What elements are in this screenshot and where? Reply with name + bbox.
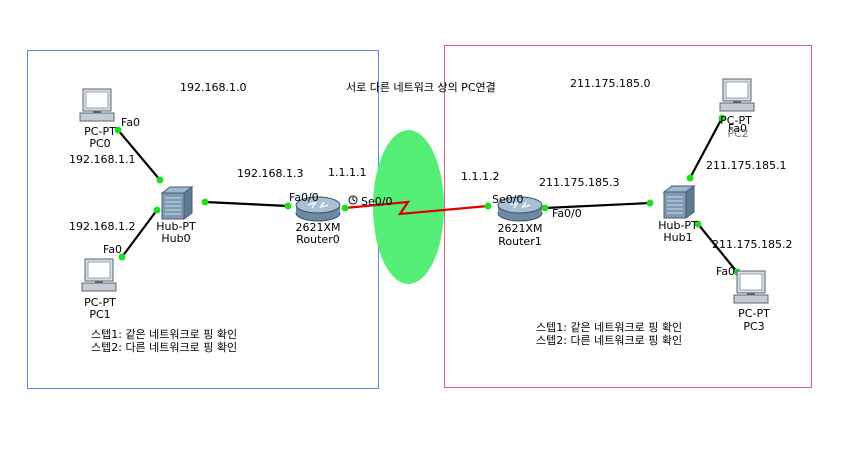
router0-device[interactable] — [294, 196, 342, 222]
pc3-name-label: PC3 — [743, 320, 765, 333]
pc2-port-label: Fa0 — [728, 122, 748, 135]
router1-device[interactable] — [496, 196, 544, 222]
pc-icon — [733, 270, 769, 304]
right-step-1: 스텝1: 같은 네트워크로 핑 확인 — [536, 321, 683, 334]
pc0-port-label: Fa0 — [121, 116, 141, 129]
pc1-ip-label: 192.168.1.2 — [69, 220, 136, 233]
right-network-label: 211.175.185.0 — [570, 77, 651, 90]
router0-model-label: 2621XM — [295, 221, 341, 234]
pc1-type-label: PC-PT — [84, 296, 116, 309]
router1-se-ip-label: 1.1.1.2 — [461, 170, 500, 183]
left-network-label: 192.168.1.0 — [180, 81, 247, 94]
wan-cloud[interactable] — [373, 130, 444, 284]
pc3-type-label: PC-PT — [738, 307, 770, 320]
pc2-type-label: PC-PT — [720, 114, 752, 127]
pc3-ip-label: 211.175.185.2 — [712, 238, 793, 251]
pc0-device[interactable] — [78, 88, 118, 124]
pc-icon — [81, 258, 117, 292]
hub1-ip-label: 211.175.185.1 — [706, 159, 787, 172]
router1-name-label: Router1 — [498, 235, 542, 248]
router0-se-port-label: Se0/0 — [361, 195, 393, 208]
router1-fa-ip-label: 211.175.185.3 — [539, 176, 620, 189]
link-hub0-router0[interactable] — [204, 200, 289, 208]
right-step-2: 스텝2: 다른 네트워크로 핑 확인 — [536, 334, 683, 347]
hub0-device[interactable] — [158, 185, 194, 221]
hub1-name-label: Hub1 — [663, 231, 693, 244]
left-step-1: 스텝1: 같은 네트워크로 핑 확인 — [91, 328, 238, 341]
pc1-name-label: PC1 — [89, 308, 111, 321]
pc-icon — [719, 78, 755, 112]
router0-fa-ip-label: 192.168.1.3 — [237, 167, 304, 180]
pc2-name-label: PC2 — [727, 127, 749, 140]
hub0-type-label: Hub-PT — [156, 220, 196, 233]
diagram-title: 서로 다른 네트워크 상의 PC연결 — [346, 81, 496, 94]
router0-name-label: Router0 — [296, 233, 340, 246]
hub0-name-label: Hub0 — [161, 232, 191, 245]
link-pc0-hub0[interactable] — [117, 129, 161, 181]
pc1-device[interactable] — [80, 258, 120, 294]
hub1-device[interactable] — [660, 184, 696, 220]
hub1-type-label: Hub-PT — [658, 219, 698, 232]
pc0-ip-label: 192.168.1.1 — [69, 153, 136, 166]
link-pc1-hub0[interactable] — [121, 209, 158, 258]
link-hub1-pc3[interactable] — [697, 223, 738, 273]
pc1-port-label: Fa0 — [103, 243, 123, 256]
link-router1-hub1[interactable] — [544, 201, 651, 210]
link-router0-router1-serial[interactable] — [344, 200, 489, 216]
router1-model-label: 2621XM — [497, 222, 543, 235]
clock-icon — [348, 195, 358, 205]
pc0-name-label: PC0 — [89, 137, 111, 150]
router-icon — [497, 196, 543, 222]
port-dots — [114, 114, 741, 276]
pc3-port-label: Fa0 — [716, 265, 736, 278]
left-step-2: 스텝2: 다른 네트워크로 핑 확인 — [91, 341, 238, 354]
router-icon — [295, 196, 341, 222]
right-network-area — [444, 45, 812, 388]
router1-fa-port-label: Fa0/0 — [552, 207, 582, 220]
pc-icon — [79, 88, 115, 122]
pc3-device[interactable] — [732, 270, 772, 306]
router0-fa-port-label: Fa0/0 — [289, 191, 319, 204]
pc2-device[interactable] — [718, 78, 758, 114]
hub-icon — [662, 185, 696, 219]
pc0-type-label: PC-PT — [84, 125, 116, 138]
link-hub1-pc2[interactable] — [689, 117, 723, 179]
router0-se-ip-label: 1.1.1.1 — [328, 166, 367, 179]
router1-se-port-label: Se0/0 — [492, 193, 524, 206]
hub-icon — [160, 186, 194, 220]
